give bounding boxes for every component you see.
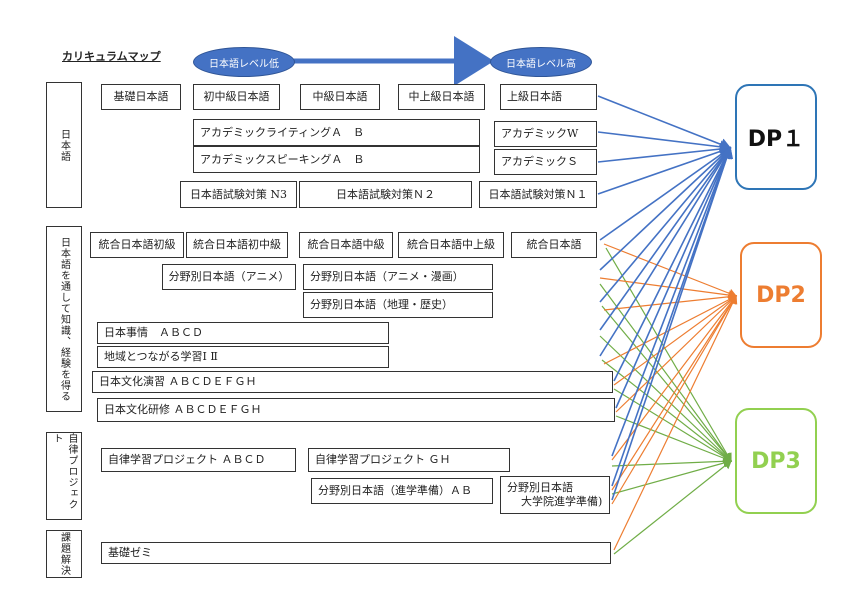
course-academic-s: アカデミックＳ [494, 149, 597, 175]
course-jlpt-n2: 日本語試験対策Ｎ２ [299, 181, 472, 208]
link-line-g-26 [611, 456, 733, 467]
link-line-b-18 [613, 146, 732, 382]
course-bunka-enshu: 日本文化演習 ＡＢＣＤＥＦＧＨ [92, 371, 613, 393]
link-line-b-15 [599, 146, 731, 357]
link-line-g-20 [613, 388, 733, 462]
link-line-b-10 [599, 146, 732, 303]
course-bunya-anime-manga: 分野別日本語（アニメ・漫画） [303, 264, 493, 290]
link-line-o-19 [613, 295, 737, 386]
link-line-b-4 [599, 147, 732, 241]
course-bunka-kenshu: 日本文化研修 ＡＢＣＤＥＦＧＨ [97, 398, 615, 422]
course-bunya-daigakuin: 分野別日本語 大学院進学準備) [500, 476, 610, 514]
course-togo-chujokyu: 統合日本語中上級 [398, 232, 504, 258]
course-kiso: 基礎日本語 [101, 84, 181, 110]
dp1-box: DP１ [735, 84, 817, 190]
course-academic-writing: アカデミックライティングＡ Ｂ [193, 119, 480, 146]
link-line-b-1 [597, 131, 732, 154]
course-bunya-shingaku: 分野別日本語（進学準備）ＡＢ [311, 478, 493, 504]
category-problem-solving: 課題解決 [46, 530, 82, 578]
course-academic-w: アカデミックW [494, 121, 597, 147]
course-shochukyu: 初中級日本語 [193, 84, 280, 110]
category-autonomy: 自律プロジェクト [46, 432, 82, 520]
link-line-g-11 [601, 305, 732, 462]
course-chukyu: 中級日本語 [300, 84, 380, 110]
course-togo: 統合日本語 [511, 232, 597, 258]
course-jokyu: 上級日本語 [500, 84, 597, 110]
course-bunya-daigakuin-line2: 大学院進学準備) [521, 495, 603, 508]
link-line-b-13 [599, 146, 731, 331]
link-line-b-7 [599, 146, 732, 271]
course-bunya-chiri: 分野別日本語（地理・歴史） [303, 292, 493, 318]
link-line-b-24 [611, 146, 733, 457]
link-line-g-6 [605, 247, 732, 463]
course-togo-shokyu: 統合日本語初級 [90, 232, 184, 258]
link-line-o-32 [613, 294, 738, 551]
link-line-g-16 [601, 359, 732, 462]
course-togo-chukyu: 統合日本語中級 [299, 232, 393, 258]
course-bunya-daigakuin-line1: 分野別日本語 [507, 481, 573, 495]
course-academic-speaking: アカデミックスピーキングＡ Ｂ [193, 146, 480, 173]
link-line-b-3 [597, 145, 732, 195]
link-line-o-28 [611, 294, 737, 491]
course-chujokyu: 中上級日本語 [398, 84, 485, 110]
link-line-o-8 [599, 277, 738, 300]
course-jiritsu-abcd: 自律学習プロジェクト ＡＢＣＤ [101, 448, 296, 472]
course-nihon-jijo: 日本事情 ＡＢＣＤ [97, 322, 389, 344]
level-high-label: 日本語レベル高 [490, 47, 592, 77]
link-line-o-17 [603, 295, 738, 365]
course-togo-shochukyu: 統合日本語初中級 [186, 232, 288, 258]
link-line-b-21 [615, 146, 733, 409]
link-line-b-0 [597, 95, 732, 151]
level-low-label: 日本語レベル低 [193, 47, 295, 77]
course-bunya-anime: 分野別日本語（アニメ） [162, 264, 296, 290]
link-line-b-2 [597, 142, 732, 163]
dp3-box: DP3 [735, 408, 817, 514]
course-chiiki: 地域とつながる学習Ⅰ Ⅱ [97, 346, 389, 368]
course-jiritsu-gh: 自律学習プロジェクト ＧＨ [308, 448, 510, 472]
link-line-o-31 [611, 294, 737, 505]
course-jlpt-n3: 日本語試験対策 N3 [180, 181, 297, 208]
dp2-box: DP2 [740, 242, 822, 348]
link-line-g-33 [613, 460, 732, 555]
category-japanese: 日本語 [46, 82, 82, 208]
category-knowledge: 日本語を通して知識、経験を得る [46, 226, 82, 412]
link-line-o-25 [611, 295, 737, 461]
link-line-g-9 [599, 283, 732, 462]
link-line-b-30 [611, 146, 734, 501]
link-line-g-29 [611, 458, 733, 495]
curriculum-map-title: カリキュラムマップ [62, 50, 161, 63]
link-line-g-23 [615, 415, 733, 463]
link-line-g-14 [599, 335, 732, 462]
course-kiso-semi: 基礎ゼミ [101, 542, 611, 564]
course-jlpt-n1: 日本語試験対策Ｎ１ [479, 181, 597, 208]
